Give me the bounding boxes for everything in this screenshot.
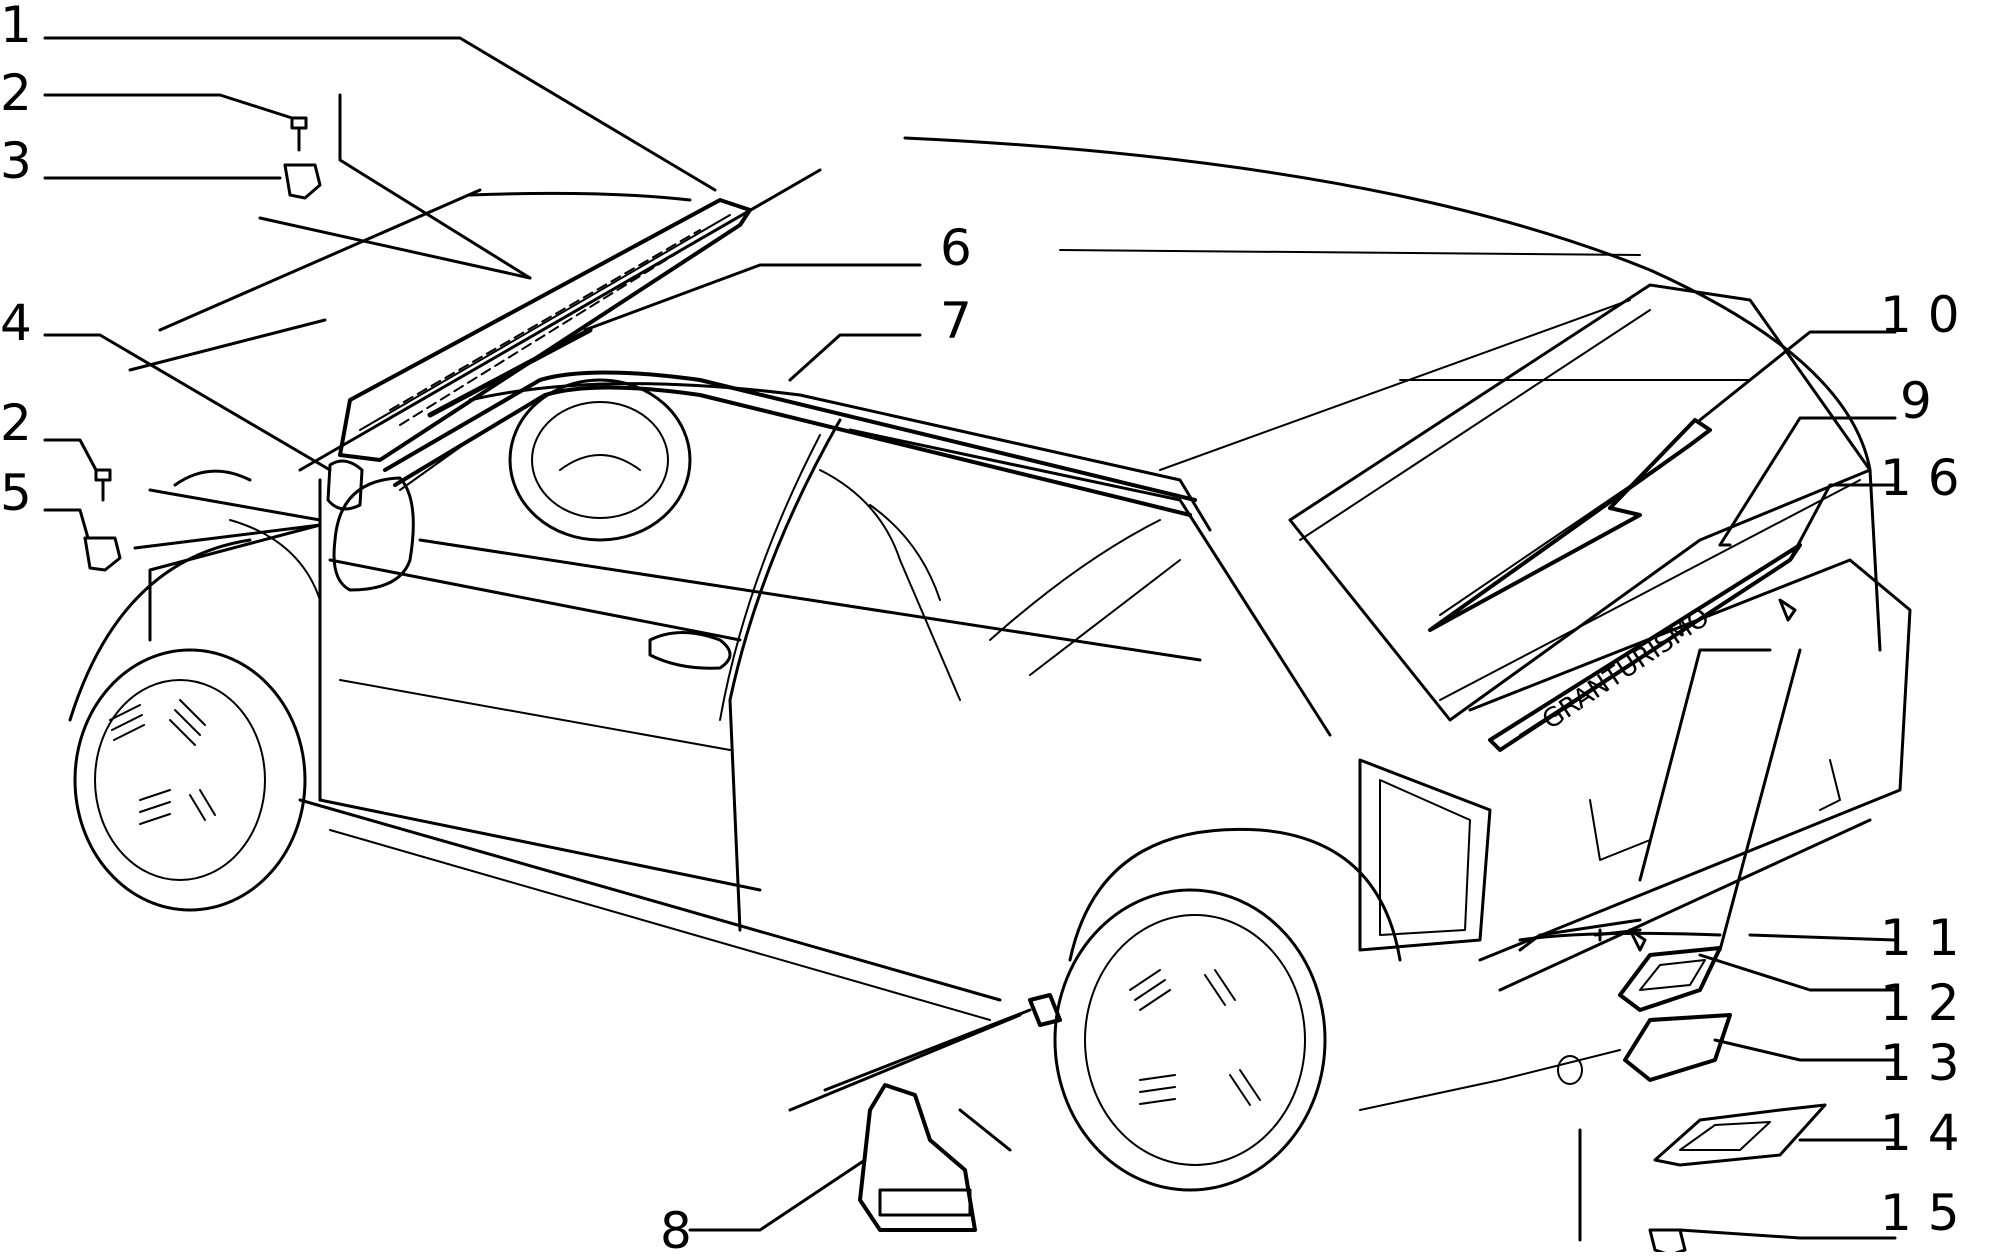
label-part-12: 1 2 bbox=[1880, 974, 1960, 1032]
part-6-windshield-trim bbox=[427, 327, 593, 418]
part-8-sill-bracket bbox=[858, 993, 1062, 1232]
label-part-5: 5 bbox=[0, 464, 32, 522]
part-14-lens bbox=[1653, 1103, 1827, 1167]
part-13-lamp-housing bbox=[1623, 1013, 1732, 1082]
label-part-1: 1 bbox=[0, 0, 32, 54]
label-part-8: 8 bbox=[660, 1202, 692, 1252]
label-part-16: 1 6 bbox=[1880, 449, 1960, 507]
leader-lines bbox=[43, 36, 1897, 1242]
part-12-gasket bbox=[1618, 946, 1722, 1012]
part-2-screw-top bbox=[290, 116, 308, 152]
part-1-cowl-grille bbox=[338, 198, 752, 462]
part-15-bulb bbox=[1648, 1228, 1687, 1257]
label-part-10: 1 0 bbox=[1880, 286, 1960, 344]
label-part-2b: 2 bbox=[0, 394, 32, 452]
part-7-roof-moulding bbox=[383, 370, 1197, 517]
part-10-rear-spoiler bbox=[1428, 418, 1712, 632]
part-16-screw bbox=[1778, 598, 1797, 622]
part-9-granturismo-badge: GRANTURISMO bbox=[1488, 543, 1802, 752]
label-part-6: 6 bbox=[940, 219, 972, 277]
label-part-2a: 2 bbox=[0, 64, 32, 122]
label-part-7: 7 bbox=[940, 292, 972, 350]
badge-text: GRANTURISMO bbox=[1537, 602, 1715, 736]
label-part-4: 4 bbox=[0, 294, 32, 352]
part-11-screw bbox=[1628, 928, 1647, 952]
label-part-11: 1 1 bbox=[1880, 909, 1960, 967]
label-part-15: 1 5 bbox=[1880, 1184, 1960, 1242]
label-part-14: 1 4 bbox=[1880, 1104, 1960, 1162]
label-part-3: 3 bbox=[0, 132, 32, 190]
part-2-screw-left bbox=[94, 468, 112, 502]
part-4-mirror-cover bbox=[326, 459, 364, 511]
label-part-9: 9 bbox=[1900, 372, 1932, 430]
label-part-13: 1 3 bbox=[1880, 1034, 1960, 1092]
car-body bbox=[68, 136, 1912, 1192]
part-5-clip-left bbox=[83, 536, 122, 572]
part-3-clip-top bbox=[283, 163, 322, 200]
